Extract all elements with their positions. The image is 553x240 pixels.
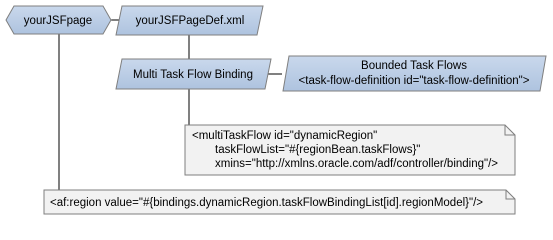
page-node-shape [5, 5, 112, 35]
bounded-task-flows-node: Bounded Task Flows <task-flow-definition… [282, 55, 547, 92]
page-node: yourJSFpage [5, 5, 112, 35]
region-note-fold-icon [505, 190, 515, 200]
task-flow-definition-label: <task-flow-definition id="task-flow-defi… [299, 75, 530, 87]
pagedef-node: yourJSFPageDef.xml [115, 5, 264, 36]
adf-diagram: yourJSFpage yourJSFPageDef.xml Multi Tas… [5, 5, 547, 215]
bounded-task-flows-title: Bounded Task Flows [361, 60, 467, 72]
multi-task-flow-note: <multiTaskFlow id="dynamicRegion" taskFl… [184, 124, 516, 176]
pagedef-node-shape [115, 5, 264, 36]
multi-task-flow-line-2: taskFlowList="#{regionBean.taskFlows}" [215, 144, 420, 156]
page-node-label: yourJSFpage [24, 15, 92, 27]
note-fold-icon [504, 125, 515, 136]
binding-node-shape [115, 58, 272, 90]
binding-node-label: Multi Task Flow Binding [133, 69, 253, 81]
region-note: <af:region value="#{bindings.dynamicRegi… [43, 189, 516, 215]
binding-node: Multi Task Flow Binding [115, 58, 272, 90]
pagedef-node-label: yourJSFPageDef.xml [136, 15, 245, 27]
multi-task-flow-note-shape [184, 124, 516, 176]
multi-task-flow-line-3: xmins="http://xmlns.oracle.com/adf/contr… [215, 158, 498, 170]
multi-task-flow-line-1: <multiTaskFlow id="dynamicRegion" [192, 130, 377, 142]
bounded-task-flows-shape [282, 55, 547, 92]
region-note-shape [43, 189, 516, 215]
region-note-text: <af:region value="#{bindings.dynamicRegi… [50, 197, 483, 209]
